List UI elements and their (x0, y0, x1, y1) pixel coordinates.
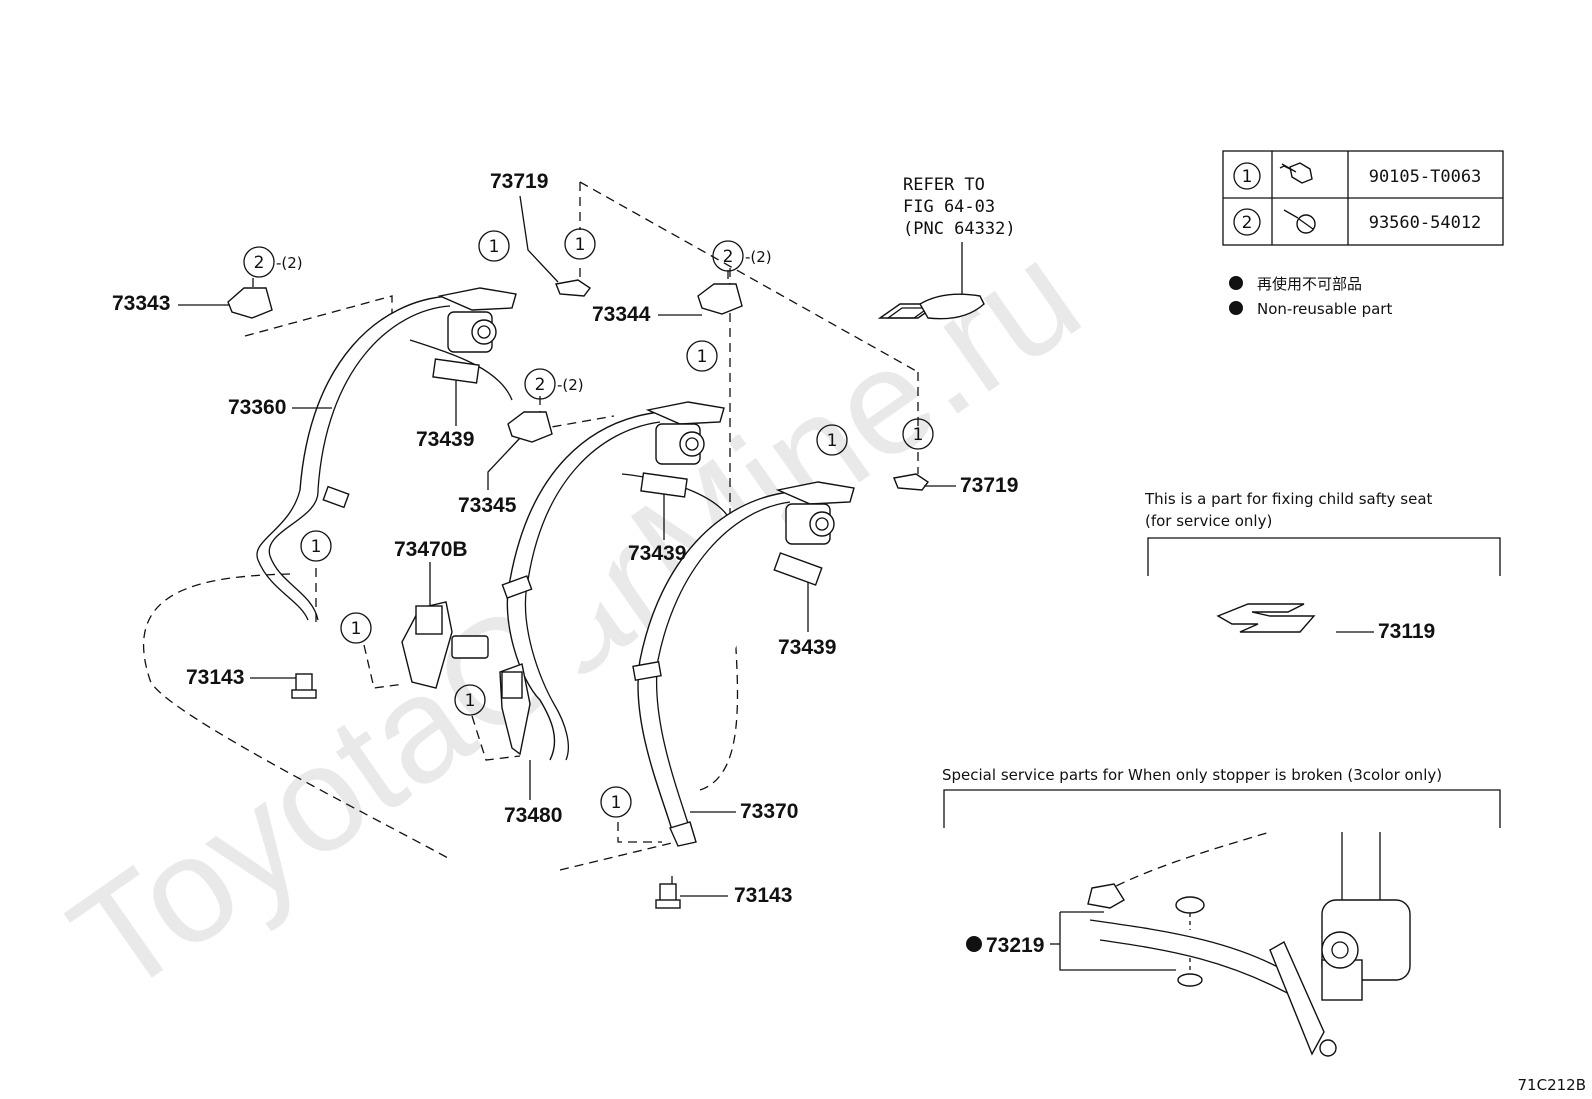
figure-code: 71C212B (1518, 1076, 1586, 1094)
callout-73370: 73370 (740, 800, 798, 823)
svg-text:1: 1 (575, 235, 586, 255)
svg-text:1: 1 (913, 425, 924, 445)
callout-73143: 73143 (734, 884, 792, 907)
svg-text:-(2): -(2) (557, 376, 584, 394)
callout-73439: 73439 (628, 542, 686, 565)
callout-73119: 73119 (1378, 620, 1435, 643)
child-seat-note-line: This is a part for fixing child safty se… (1144, 490, 1433, 508)
screw-icon (1283, 209, 1316, 234)
marker-1: 1 (816, 424, 848, 456)
callout-73719: 73719 (960, 474, 1018, 497)
svg-text:2: 2 (535, 375, 546, 395)
marker-1: 1 (686, 340, 718, 372)
callout-73470b: 73470B (394, 538, 468, 561)
legend-part-number: 90105-T0063 (1369, 167, 1482, 187)
svg-text:1: 1 (351, 619, 362, 639)
belt-center (499, 401, 731, 761)
cover-73345 (507, 411, 553, 443)
svg-text:-(2): -(2) (276, 254, 303, 272)
svg-text:1: 1 (489, 237, 500, 257)
callout-73439: 73439 (416, 428, 474, 451)
marker-2: 2 -(2) (712, 240, 772, 272)
callout-73480: 73480 (504, 804, 562, 827)
callout-73143: 73143 (186, 666, 244, 689)
legend-table: 1 90105-T0063 2 93560-54012 (1222, 150, 1504, 246)
bolt-icon (1279, 162, 1313, 184)
svg-text:1: 1 (465, 691, 476, 711)
callout-73439: 73439 (778, 636, 836, 659)
cover-73343 (227, 287, 273, 319)
circled-markers: 1 1 1 1 1 1 1 1 1 2 -(2) 2 -(2) 2 -(2) (243, 228, 934, 818)
callout-73219: 73219 (986, 934, 1044, 957)
belt-73360 (256, 287, 517, 621)
legend-row: 2 93560-54012 (1233, 208, 1482, 236)
svg-text:2: 2 (254, 253, 265, 273)
bolt-73143-right (655, 883, 681, 909)
non-reusable-note: 再使用不可部品 Non-reusable part (1229, 275, 1392, 318)
pad-73439-right (773, 552, 823, 586)
cover-73344 (697, 283, 743, 315)
note-japanese: 再使用不可部品 (1257, 275, 1362, 293)
pad-73439-center (640, 472, 688, 498)
child-seat-section: This is a part for fixing child safty se… (1144, 490, 1501, 643)
callout-73719: 73719 (490, 170, 548, 193)
anchor-plate-73119 (1216, 603, 1316, 633)
svg-text:1: 1 (311, 537, 322, 557)
legend-row: 1 90105-T0063 (1233, 162, 1482, 190)
bracket-73719-top (555, 279, 592, 297)
refer-note: REFER TO FIG 64-03 (PNC 64332) (903, 175, 1016, 296)
buckle-73470b (401, 601, 489, 689)
legend-part-number: 93560-54012 (1369, 213, 1482, 233)
marker-1: 1 (902, 418, 934, 450)
callout-73343: 73343 (112, 292, 170, 315)
marker-1: 1 (478, 230, 510, 262)
special-service-section: Special service parts for When only stop… (942, 766, 1501, 1057)
marker-2: 2 -(2) (243, 246, 303, 278)
svg-text:1: 1 (827, 431, 838, 451)
marker-1: 1 (340, 612, 372, 644)
legend-symbol: 1 (1242, 167, 1253, 187)
svg-text:1: 1 (611, 793, 622, 813)
special-note: Special service parts for When only stop… (942, 766, 1442, 784)
note-english: Non-reusable part (1257, 300, 1392, 318)
bolt-73143-left (291, 673, 317, 699)
marker-1: 1 (454, 684, 486, 716)
callout-73345: 73345 (458, 494, 517, 517)
buckle-trim-part (877, 293, 985, 320)
svg-text:2: 2 (723, 247, 734, 267)
refer-line: FIG 64-03 (903, 197, 995, 217)
svg-text:1: 1 (697, 347, 708, 367)
callout-73344: 73344 (592, 303, 651, 326)
belt-73370 (632, 481, 855, 847)
refer-line: REFER TO (903, 175, 985, 195)
marker-1: 1 (600, 786, 632, 818)
child-seat-note-line: (for service only) (1145, 512, 1272, 530)
marker-1: 1 (564, 228, 596, 260)
marker-1: 1 (300, 530, 332, 562)
callouts: 73719 73343 73344 73360 73439 73345 7343… (112, 170, 1018, 907)
legend-symbol: 2 (1242, 213, 1253, 233)
svg-text:-(2): -(2) (745, 248, 772, 266)
pad-73439-left (432, 358, 480, 384)
refer-line: (PNC 64332) (903, 219, 1016, 239)
marker-2: 2 -(2) (524, 368, 584, 400)
callout-73360: 73360 (228, 396, 286, 419)
